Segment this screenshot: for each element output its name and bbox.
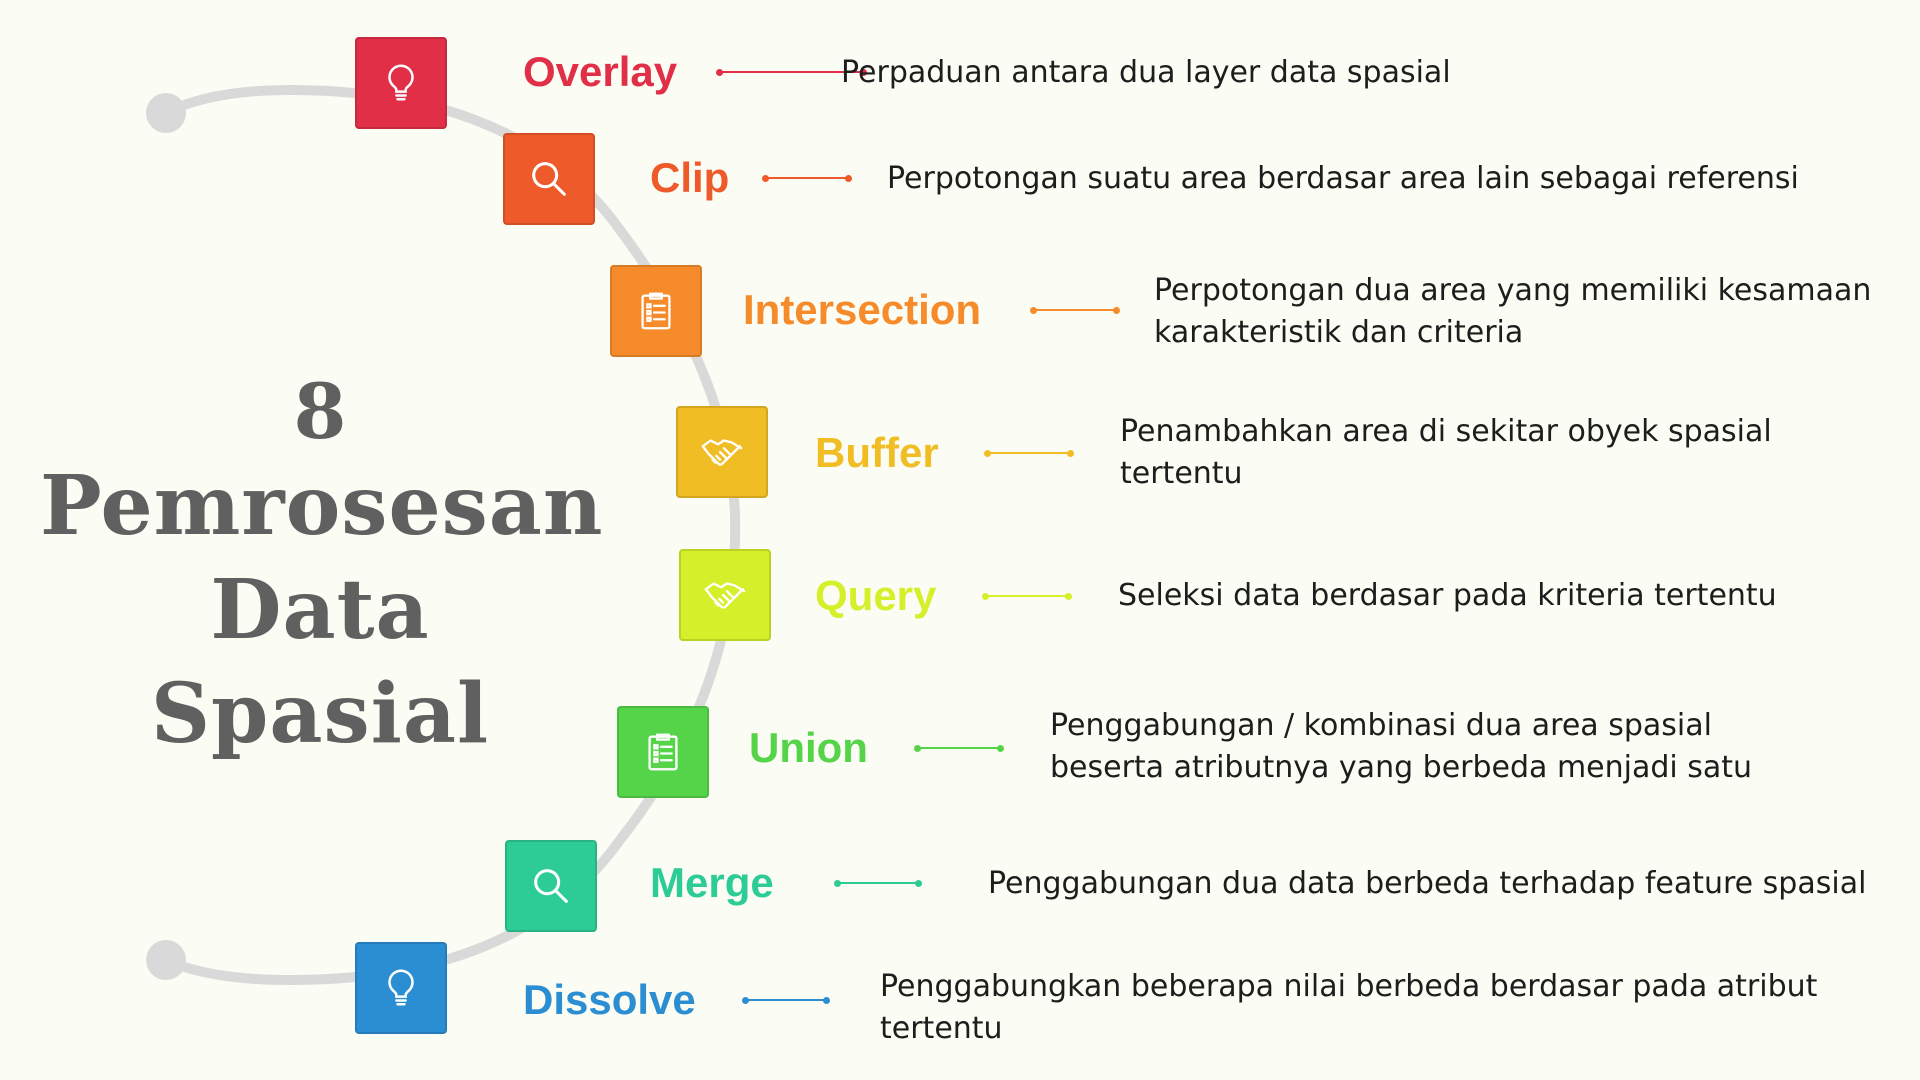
step-connector: [914, 743, 1004, 753]
title-line-1: Pemrosesan: [40, 458, 604, 554]
title-number: 8: [293, 367, 347, 456]
step-dissolve-icon-box: [355, 942, 447, 1034]
step-overlay-icon-box: [355, 37, 447, 129]
step-description: Penggabungan dua data berbeda terhadap f…: [988, 866, 1867, 901]
step-union-icon-box: [617, 706, 709, 798]
step-connector: [716, 67, 867, 77]
step-connector: [984, 448, 1074, 458]
handshake-icon: [702, 572, 748, 618]
step-description: Penggabungkan beberapa nilai berbeda ber…: [880, 969, 1818, 1046]
step-connector: [834, 878, 922, 888]
step-connector: [762, 173, 852, 183]
lightbulb-icon: [378, 965, 424, 1011]
step-name: Query: [815, 572, 937, 619]
step-name: Merge: [650, 859, 774, 906]
step-description: Seleksi data berdasar pada kriteria tert…: [1118, 578, 1777, 613]
step-name: Buffer: [815, 429, 939, 476]
step-connector: [1030, 305, 1120, 315]
handshake-icon: [699, 429, 745, 475]
search-icon: [526, 156, 572, 202]
step-buffer-icon-box: [676, 406, 768, 498]
step-clip-icon-box: [503, 133, 595, 225]
clipboard-icon: [633, 288, 679, 334]
step-connector: [742, 995, 830, 1005]
step-description: Penggabungan / kombinasi dua area spasia…: [1050, 708, 1753, 785]
step-name: Overlay: [523, 48, 678, 95]
step-name: Clip: [650, 154, 730, 201]
step-description: Perpotongan suatu area berdasar area lai…: [887, 161, 1799, 196]
clipboard-icon: [640, 729, 686, 775]
step-merge-icon-box: [505, 840, 597, 932]
step-name: Intersection: [743, 286, 982, 333]
step-description: Penambahkan area di sekitar obyek spasia…: [1120, 414, 1772, 491]
step-description: Perpaduan antara dua layer data spasial: [841, 55, 1451, 90]
step-name: Dissolve: [523, 976, 696, 1023]
arc-end-dot: [146, 940, 186, 980]
lightbulb-icon: [378, 60, 424, 106]
infographic-title: 8 Pemrosesan Data Spasial: [40, 367, 604, 766]
title-line-2: Data Spasial: [150, 562, 490, 762]
step-intersection-icon-box: [610, 265, 702, 357]
step-name: Union: [749, 724, 868, 771]
step-description: Perpotongan dua area yang memiliki kesam…: [1154, 273, 1872, 350]
step-query-icon-box: [679, 549, 771, 641]
search-icon: [528, 863, 574, 909]
step-connector: [982, 591, 1072, 601]
arc-start-dot: [146, 93, 186, 133]
